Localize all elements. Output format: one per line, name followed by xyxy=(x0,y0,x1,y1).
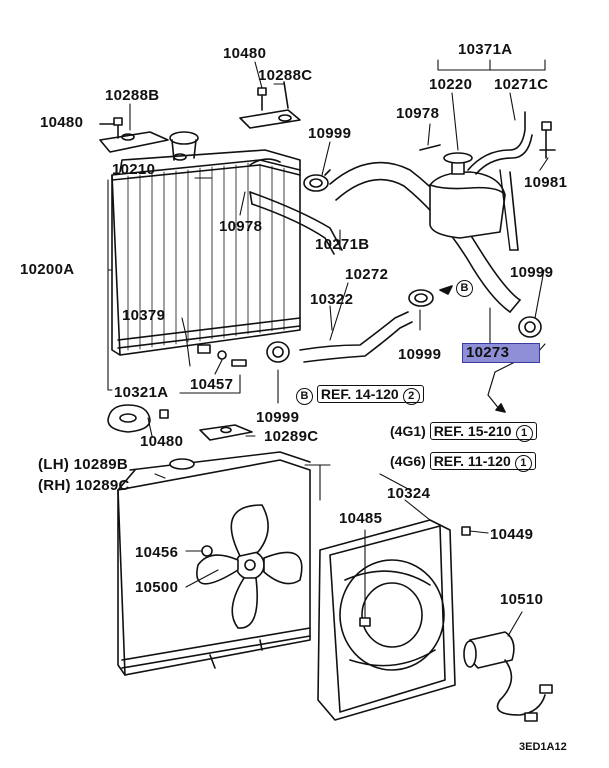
clamp-10999c xyxy=(266,341,290,363)
label-10999-top: 10999 xyxy=(308,125,352,142)
leader-lines xyxy=(107,59,549,637)
ref-4g1-num: 1 xyxy=(515,425,533,442)
label-10289c: 10289C xyxy=(264,428,319,445)
hose-10272 xyxy=(299,311,413,363)
label-10371a: 10371A xyxy=(458,41,513,58)
ref-b-text: REF. 14-120 xyxy=(320,386,399,402)
label-10981: 10981 xyxy=(524,174,568,191)
label-10272: 10272 xyxy=(345,266,389,283)
ref-b-circle: B xyxy=(296,388,313,405)
label-10999-mid: 10999 xyxy=(398,346,442,363)
label-10321a: 10321A xyxy=(114,384,169,401)
label-10379: 10379 xyxy=(122,307,166,324)
ref-4g6-text: REF. 11-120 xyxy=(433,453,511,469)
clamp-10999a xyxy=(303,169,331,192)
ref-4g1-engine: (4G1) xyxy=(390,423,426,439)
ref-b-num: 2 xyxy=(402,388,420,405)
fan-shroud-10324 xyxy=(317,519,471,721)
ref-marker-b-top: B xyxy=(456,278,473,297)
ref-4g1-text: REF. 15-210 xyxy=(433,423,512,439)
label-10271b: 10271B xyxy=(315,236,370,253)
fan-10500 xyxy=(196,504,303,629)
label-10500: 10500 xyxy=(135,579,179,596)
flow-arrows xyxy=(439,285,506,413)
ref-4g6-num: 1 xyxy=(514,455,532,472)
label-10456: 10456 xyxy=(135,544,179,561)
label-10324: 10324 xyxy=(387,485,431,502)
label-10457: 10457 xyxy=(190,376,234,393)
ref-marker-b-top-circle: B xyxy=(456,280,473,297)
label-10210: 10210 xyxy=(112,161,156,178)
label-10510: 10510 xyxy=(500,591,544,608)
clamp-10999b xyxy=(408,289,434,307)
reservoir-tank xyxy=(429,111,533,251)
label-10220: 10220 xyxy=(429,76,473,93)
clamp-10999-right xyxy=(518,316,542,338)
bracket-10288b xyxy=(99,117,169,153)
label-lh-10289b: (LH) 10289B xyxy=(38,456,128,473)
label-10978-top: 10978 xyxy=(396,105,440,122)
diagram-code: 3ED1A12 xyxy=(519,741,567,753)
label-rh-10289c: (RH) 10289C xyxy=(38,477,130,494)
label-10485: 10485 xyxy=(339,510,383,527)
bracket-10288c xyxy=(239,81,301,129)
label-10480-low: 10480 xyxy=(140,433,184,450)
bolt-10981 xyxy=(539,121,556,159)
label-10271c: 10271C xyxy=(494,76,549,93)
label-10288b: 10288B xyxy=(105,87,160,104)
hose-10271b xyxy=(249,191,343,255)
label-10978-mid: 10978 xyxy=(219,218,263,235)
ref-4g6-engine: (4G6) xyxy=(390,453,426,469)
label-10480-top: 10480 xyxy=(223,45,267,62)
bracket-10289b xyxy=(107,404,169,433)
label-10322: 10322 xyxy=(310,291,354,308)
drain-plug xyxy=(197,344,247,367)
radiator-upper xyxy=(111,131,301,356)
label-10480-left: 10480 xyxy=(40,114,84,131)
label-10273-highlighted[interactable]: 10273 xyxy=(462,343,540,363)
clip-10978a xyxy=(419,144,441,151)
fan-motor-10510 xyxy=(463,631,553,722)
label-10999-low: 10999 xyxy=(256,409,300,426)
bracket-10289c xyxy=(199,424,253,441)
label-10449: 10449 xyxy=(490,526,534,543)
label-10288c: 10288C xyxy=(258,67,313,84)
label-10999-right: 10999 xyxy=(510,264,554,281)
label-10200a: 10200A xyxy=(20,261,75,278)
nut-10456 xyxy=(201,545,213,557)
